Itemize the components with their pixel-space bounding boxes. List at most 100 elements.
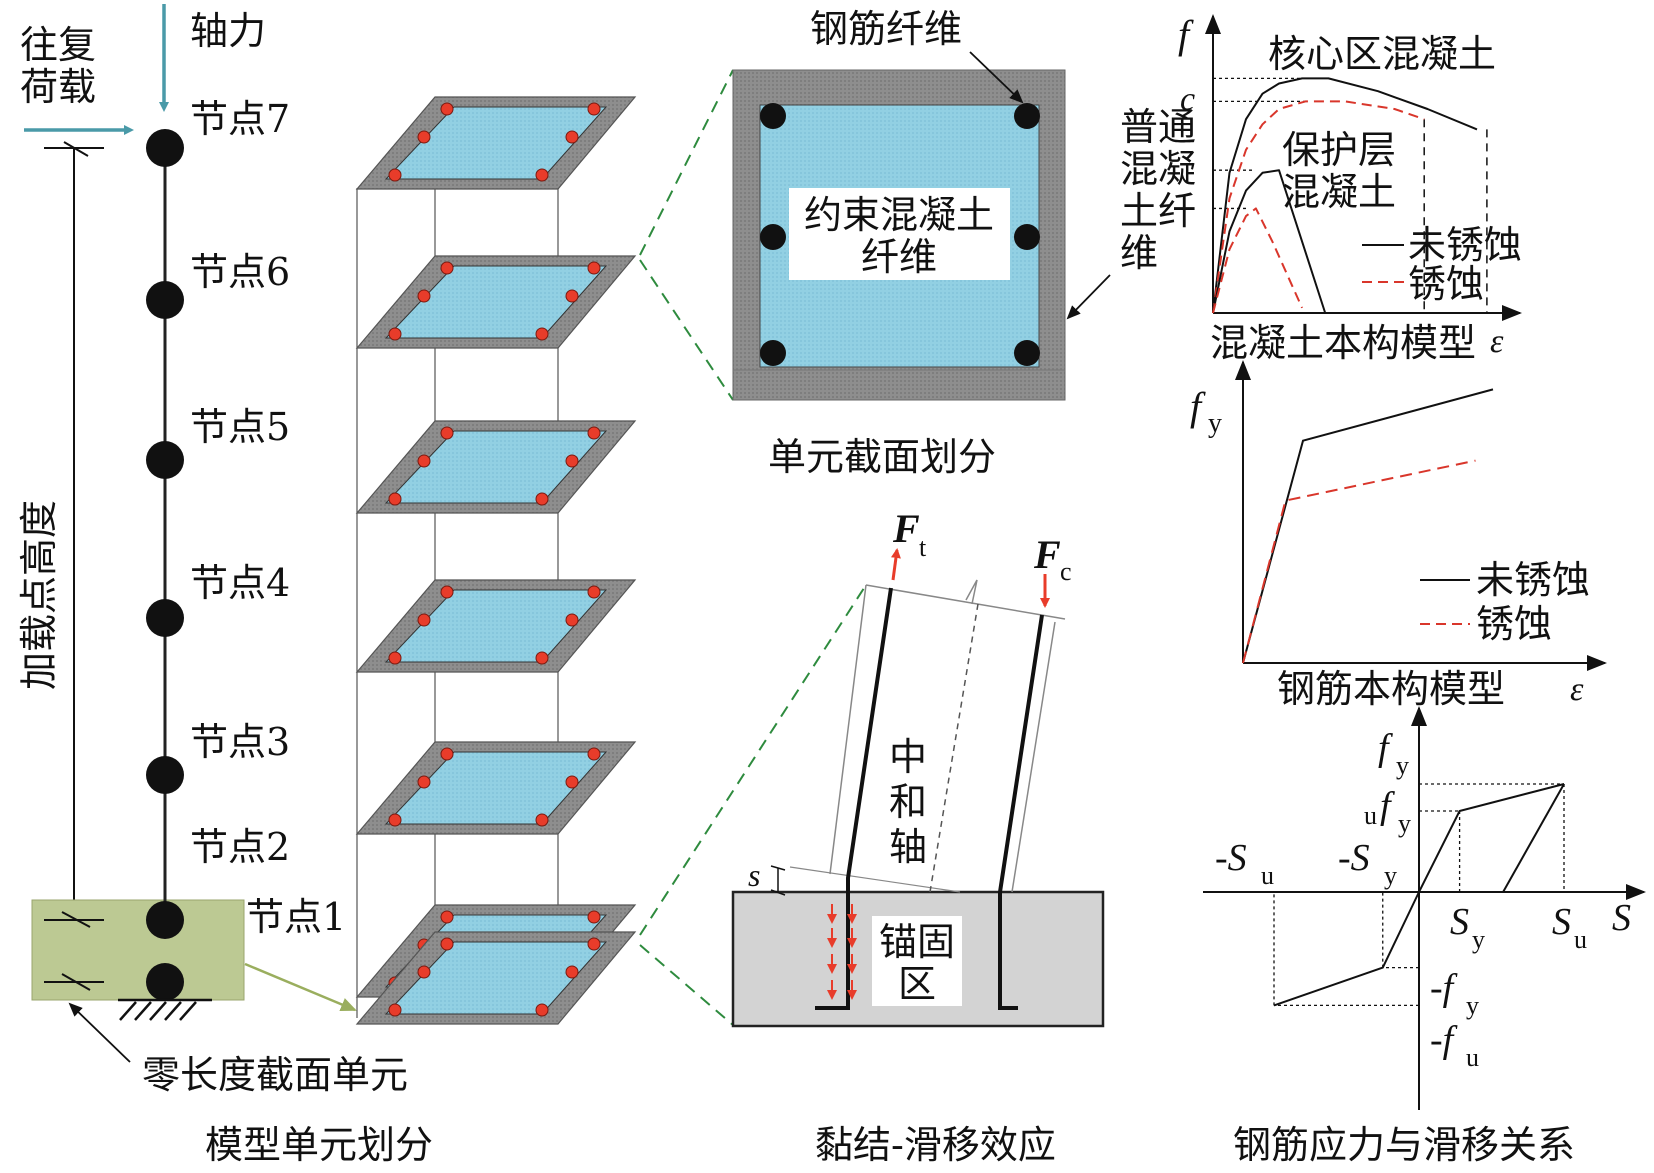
slip-y-tick-label: f [1380, 785, 1395, 827]
concrete-cover-annotation-line2: 混凝土 [1282, 170, 1396, 214]
unconfined-concrete-label-line: 混凝 [1120, 147, 1196, 191]
neutral-axis-label-char: 和 [889, 780, 927, 824]
unconfined-concrete-label-line: 维 [1120, 231, 1158, 275]
fixed-support-hatch [119, 1001, 197, 1021]
rebar-dot [440, 261, 454, 275]
ft-subscript: t [919, 533, 927, 562]
unconfined-concrete-pointer [1066, 274, 1111, 320]
node-6-marker [146, 281, 184, 319]
unconfined-concrete-label-line: 普通 [1120, 105, 1196, 149]
rebar-dot [565, 965, 579, 979]
fiber-slice [355, 931, 637, 1025]
projection-line-top [639, 69, 734, 256]
concrete-curve-1 [1212, 100, 1425, 314]
neutral-axis-label-char: 中 [889, 735, 927, 779]
dimension-slash-bottom [61, 973, 91, 991]
neutral-axis-label: 中和轴 [889, 735, 927, 869]
node-4-label: 节点4 [190, 561, 290, 605]
panel-model-caption: 模型单元划分 [205, 1123, 433, 1167]
concrete-curve-2 [1212, 169, 1327, 314]
rebar-dot [440, 910, 454, 924]
rebar-fiber-pointer [969, 51, 1024, 104]
node-1-marker [146, 901, 184, 939]
slip-y-tick-label: f [1378, 727, 1393, 769]
zero-length-label: 零长度截面单元 [142, 1053, 408, 1097]
rebar-dot [535, 651, 549, 665]
legend-uncorroded-label: 未锈蚀 [1408, 223, 1522, 267]
slip-tick-top [770, 865, 786, 871]
rebar-dot [565, 613, 579, 627]
slip-y-tick-sub: y [1398, 809, 1411, 838]
slip-x-tick-label: -S [1338, 837, 1370, 879]
concrete-chart-title: 混凝土本构模型 [1210, 321, 1476, 365]
node-1b-marker [146, 963, 184, 1001]
rebar-dot [587, 747, 601, 761]
rebar-dot [535, 1003, 549, 1017]
slip-y-tick-sub: u [1466, 1043, 1479, 1072]
slip-curve-1 [1502, 783, 1565, 893]
slip-y-tick-label: -f [1430, 1019, 1458, 1061]
rebar-dot [417, 613, 431, 627]
rebar-dot [535, 813, 549, 827]
slip-x-tick-label: -S [1215, 837, 1247, 879]
rebar-dot [388, 813, 402, 827]
fiber-slice [355, 255, 637, 349]
slip-x-tick-sub: y [1472, 925, 1485, 954]
cyclic-load-label-line1: 往复 [20, 23, 96, 67]
unconfined-concrete-label-line: 土纤 [1120, 189, 1196, 233]
concrete-curve-3 [1212, 207, 1304, 314]
node-1-label: 节点1 [246, 895, 346, 939]
rebar-dot [440, 426, 454, 440]
anchorage-label-line2: 区 [898, 962, 936, 1006]
slip-x-axis-label: S [1612, 897, 1631, 939]
rebar-dot [535, 492, 549, 506]
rebar-dot [417, 454, 431, 468]
bond-stress-arrows [827, 904, 857, 1000]
slip-x-tick-sub: y [1384, 861, 1397, 890]
rebar-dot [565, 289, 579, 303]
concrete-cover-annotation-line1: 保护层 [1282, 128, 1396, 172]
rebar-dot [587, 585, 601, 599]
slip-y-tick-sub: y [1466, 991, 1479, 1020]
slip-y-tick-label: -f [1430, 967, 1458, 1009]
slip-chart-title: 钢筋应力与滑移关系 [1233, 1123, 1575, 1167]
zero-length-pointer-arrow [68, 1002, 131, 1063]
legend-corroded-label: 锈蚀 [1408, 262, 1484, 306]
panel-bond-slip: F t F c 中和轴 s 锚固 区 黏结-滑移效应 [639, 506, 1105, 1167]
rebar-dot [440, 937, 454, 951]
rebar-dot [440, 585, 454, 599]
rebar-dot [417, 775, 431, 789]
node-7-label: 节点7 [190, 97, 290, 141]
slip-curve-0 [1273, 783, 1565, 1007]
chart-concrete-constitutive: f c ε 核心区混凝土 保护层 混凝土 未锈蚀 锈蚀 混凝土本构模型 [1178, 12, 1522, 365]
axial-force-label: 轴力 [190, 9, 266, 53]
node-3-label: 节点3 [190, 720, 290, 764]
slip-tick-bottom [770, 889, 786, 896]
fiber-slice [355, 420, 637, 514]
concrete-y-label: f [1178, 12, 1194, 57]
rebar-dot [440, 102, 454, 116]
rebar-dot [587, 910, 601, 924]
rebar-dot [388, 327, 402, 341]
concrete-curve-0 [1212, 77, 1478, 314]
steel-chart-title: 钢筋本构模型 [1277, 667, 1505, 711]
fc-label: F [1033, 532, 1061, 577]
steel-legend-uncorroded-label: 未锈蚀 [1476, 558, 1590, 602]
fiber-slice [355, 96, 637, 190]
rebar-dot [388, 651, 402, 665]
panel-section-caption: 单元截面划分 [768, 435, 996, 479]
rebar-fiber-label: 钢筋纤维 [810, 7, 962, 51]
slip-label: s [748, 857, 760, 893]
slip-x-tick-sub: u [1261, 861, 1274, 890]
steel-legend-corroded-label: 锈蚀 [1476, 602, 1552, 646]
rebar-dot [388, 1003, 402, 1017]
confined-label-bg [789, 188, 1010, 280]
rebar-dot [565, 775, 579, 789]
projection-line-bottom [639, 259, 734, 401]
steel-curve-0 [1242, 388, 1494, 664]
steel-y-label-sub: y [1208, 408, 1222, 439]
